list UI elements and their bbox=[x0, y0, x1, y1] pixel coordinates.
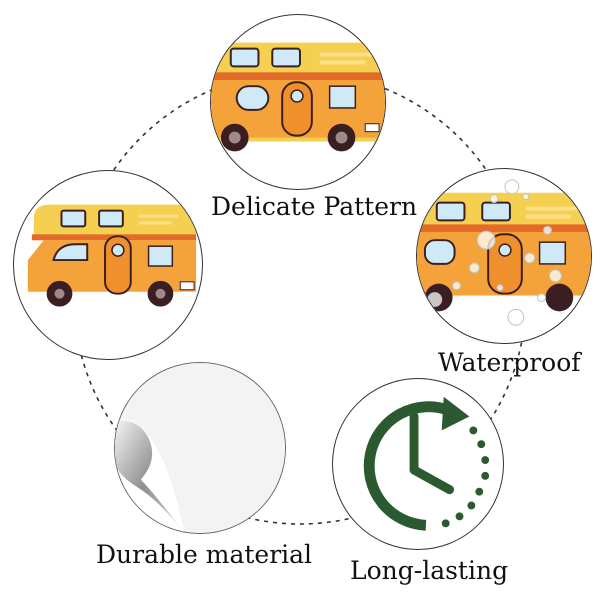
clock-icon bbox=[363, 396, 490, 531]
water-drops-icon bbox=[417, 179, 591, 326]
peeling-sticker-icon bbox=[115, 363, 285, 533]
long-lasting-disc bbox=[332, 378, 504, 550]
sample-van-disc bbox=[13, 170, 203, 360]
camper-van-icon bbox=[27, 204, 197, 307]
waterproof-disc bbox=[416, 168, 592, 344]
long-lasting-label: Long-lasting bbox=[350, 556, 509, 585]
camper-van-icon bbox=[211, 42, 385, 152]
durable-material-disc bbox=[114, 362, 286, 534]
delicate-pattern-label: Delicate Pattern bbox=[211, 192, 418, 221]
waterproof-label: Waterproof bbox=[438, 348, 581, 377]
durable-material-label: Durable material bbox=[96, 540, 313, 569]
delicate-pattern-disc bbox=[210, 14, 386, 190]
